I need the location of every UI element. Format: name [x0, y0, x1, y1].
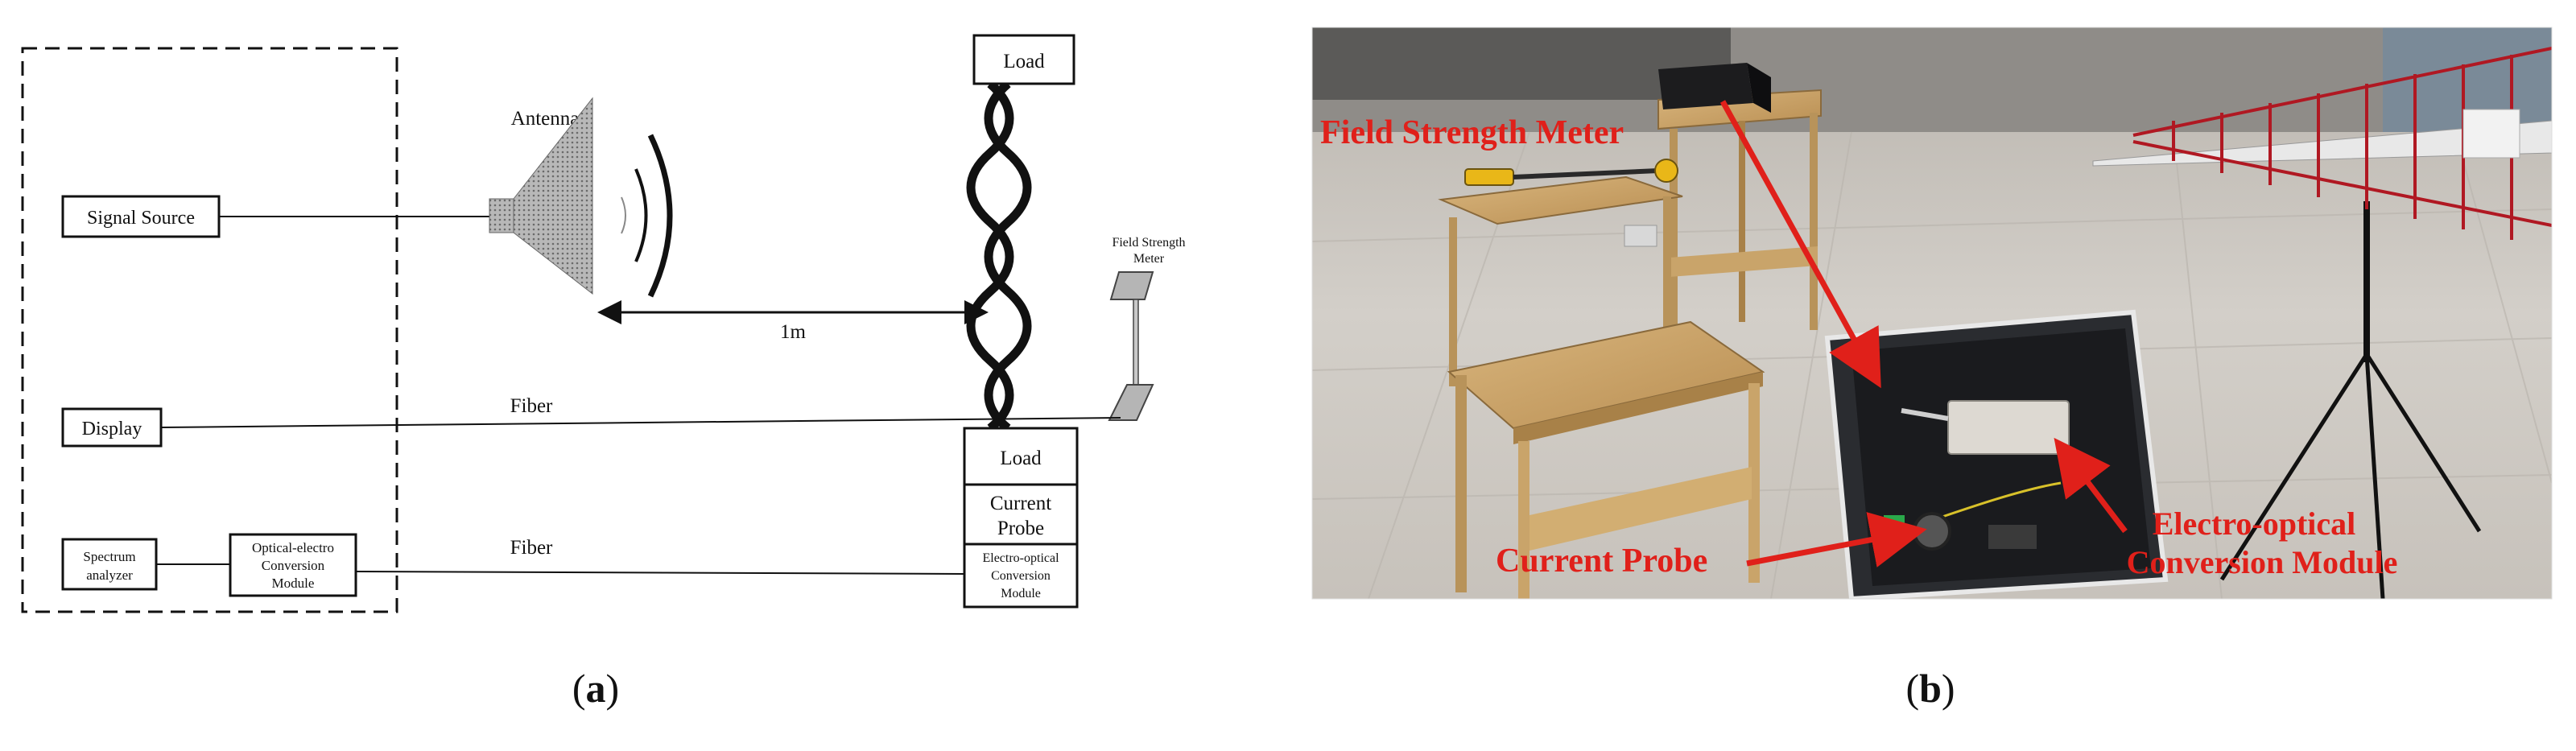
fsm-label-1: Field Strength: [1112, 236, 1185, 250]
arrow-to-eo-module: [2054, 437, 2128, 534]
caption-b: (b): [1905, 666, 1955, 711]
antenna-label: Antenna: [511, 108, 580, 130]
display-label: Display: [82, 419, 142, 439]
oe-module-label-2: Conversion: [262, 558, 325, 573]
load-top-box: [972, 34, 1075, 85]
label-eo-module-1: Electro-optical: [2153, 505, 2356, 542]
eo-module-box: [963, 543, 1079, 609]
signal-source-label: Signal Source: [87, 208, 195, 229]
display-box: [61, 407, 163, 448]
spectrum-analyzer-label-2: analyzer: [86, 567, 133, 583]
oe-module-box: [229, 533, 357, 597]
front-wooden-table: [1447, 320, 1765, 599]
left-wooden-table: [1438, 175, 1683, 386]
black-enclosure: [1658, 63, 1771, 113]
label-eo-module-2: Conversion Module: [2127, 544, 2398, 580]
label-field-strength-meter: Field Strength Meter: [1320, 114, 1624, 151]
panel-b-photo: Field Strength Meter Current Probe Elect…: [1311, 27, 2553, 711]
field-strength-meter-device: [1464, 159, 1678, 186]
arrow-to-case: [1719, 100, 1881, 389]
fiber-top-line: [160, 417, 1121, 428]
load-bottom-label: Load: [1000, 448, 1042, 469]
shielded-case: [1824, 309, 2169, 599]
spectrum-analyzer-label-1: Spectrum: [83, 549, 135, 564]
control-room-box: [21, 47, 398, 613]
oe-module-label-3: Module: [272, 576, 315, 591]
fiber-bottom-label: Fiber: [510, 537, 553, 559]
distance-label: 1m: [780, 321, 807, 343]
signal-source-box: [61, 195, 221, 238]
spectrum-analyzer-box: [61, 538, 158, 591]
panel-a-diagram: Signal Source Antenna 1m Load Load Curre…: [21, 34, 1186, 711]
fiber-top-label: Fiber: [510, 395, 553, 417]
twisted-pair-cable: [966, 80, 1032, 432]
current-probe-box: [963, 483, 1079, 546]
arrow-to-current-probe: [1746, 512, 1927, 567]
eo-module-label-2: Conversion: [991, 569, 1051, 583]
eo-module-device: [1947, 400, 2070, 455]
tripod-antenna: [2092, 47, 2552, 599]
current-probe-label-1: Current: [990, 493, 1051, 514]
load-top-label: Load: [1003, 51, 1045, 72]
oe-module-label-1: Optical-electro: [252, 540, 334, 555]
horn-antenna: [489, 97, 593, 295]
radiation-waves: [621, 134, 673, 298]
eo-module-label-1: Electro-optical: [982, 551, 1059, 565]
caption-a: (a): [572, 666, 619, 711]
label-current-probe: Current Probe: [1496, 543, 1707, 580]
field-strength-meter-icon: [1108, 271, 1154, 421]
fsm-label-2: Meter: [1133, 252, 1165, 266]
fiber-bottom-line: [355, 571, 965, 575]
eo-module-label-3: Module: [1001, 587, 1041, 600]
current-probe-label-2: Probe: [997, 518, 1044, 539]
